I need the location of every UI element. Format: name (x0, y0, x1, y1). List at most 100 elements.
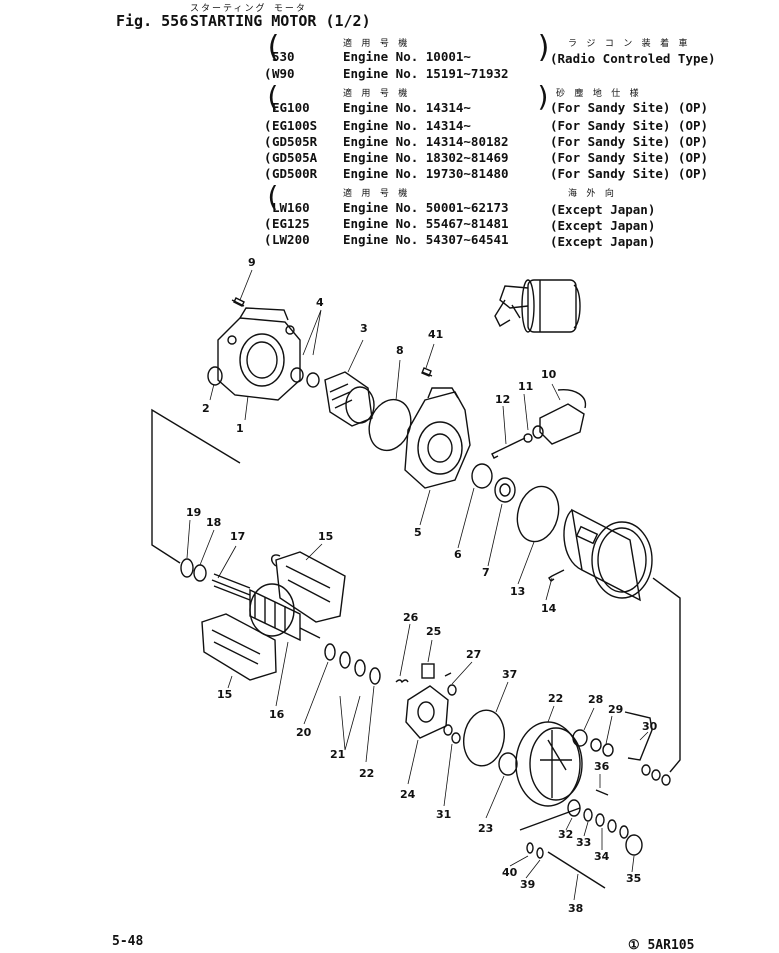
callout-13: 13 (510, 585, 526, 598)
engine-range: Engine No. 14314~ (343, 118, 471, 133)
model-gd505a: GD505A (272, 150, 318, 165)
washer (583, 808, 593, 822)
model-w90: W90 (272, 66, 295, 81)
washer (193, 564, 207, 582)
overseas-note: (Except Japan) (550, 234, 656, 249)
bolt (231, 297, 245, 307)
sandy-spec-heading: 砂 塵 地 仕 様 (556, 89, 641, 99)
paren-open: ( (264, 134, 272, 149)
callout-4: 4 (316, 296, 324, 309)
model-lw160: LW160 (272, 200, 310, 215)
bushing (306, 372, 320, 388)
callout-39: 38 (568, 902, 584, 915)
bracket: ) (535, 80, 552, 113)
applicable-models-heading: 適 用 号 機 (343, 39, 410, 49)
engine-range: Engine No. 14314~ (343, 100, 471, 115)
sandy-note: (For Sandy Site) (OP) (550, 118, 709, 133)
callout-29: 28 (588, 693, 604, 706)
callout-18: 18 (206, 516, 222, 529)
washer (536, 847, 544, 859)
callout-35: 34 (594, 850, 610, 863)
callout-9: 9 (248, 256, 256, 269)
callout-21: 21 (330, 748, 346, 761)
applicable-models-heading: 適 用 号 機 (343, 189, 410, 199)
bushing (498, 752, 518, 776)
engine-range: Engine No. 55467~81481 (343, 216, 509, 231)
through-bolt (547, 851, 606, 889)
washer (523, 433, 533, 443)
gear-housing (404, 387, 471, 489)
engine-range: Engine No. 15191~71932 (343, 66, 509, 81)
sandy-note: (For Sandy Site) (OP) (550, 100, 709, 115)
model-eg100s: EG100S (272, 118, 318, 133)
bracket: ) (535, 30, 554, 65)
callout-17: 17 (230, 530, 246, 543)
bearing (494, 477, 516, 503)
washer (526, 842, 534, 854)
callout-3: 3 (360, 322, 368, 335)
washer (339, 651, 351, 669)
applicable-models-heading: 適 用 号 機 (343, 89, 410, 99)
bushing (471, 463, 493, 489)
brush-holder (405, 685, 449, 739)
washer (451, 732, 461, 744)
rear-cover (515, 721, 583, 807)
callout-12: 12 (495, 393, 511, 406)
paren-open: ( (264, 232, 272, 247)
callout-1: 1 (236, 422, 244, 435)
bushing (572, 729, 588, 747)
field-coil (201, 613, 277, 681)
bracket: ( (264, 30, 283, 65)
callout-32: 31 (436, 808, 452, 821)
yoke-assembly (563, 508, 653, 602)
paren-open: ( (264, 150, 272, 165)
callout-15: 15 (318, 530, 334, 543)
callout-28: 27 (466, 648, 482, 661)
screw (595, 789, 609, 796)
paren-open: ( (264, 66, 272, 81)
type-note: (Radio Controled Type) (550, 51, 716, 66)
model-eg100: EG100 (272, 100, 310, 115)
paren-open: ( (264, 166, 272, 181)
o-ring (463, 709, 505, 767)
washer (443, 724, 453, 736)
callout-5: 5 (414, 526, 422, 539)
callout-30: 29 (608, 703, 624, 716)
callout-20: 20 (296, 726, 312, 739)
drive-housing (217, 307, 301, 401)
callout-15: 15 (217, 688, 233, 701)
callout-19: 19 (186, 506, 202, 519)
callout-14: 14 (541, 602, 557, 615)
engine-range: Engine No. 50001~62173 (343, 200, 509, 215)
engine-range: Engine No. 10001~ (343, 49, 471, 64)
figure-number: Fig. 556 (116, 12, 189, 30)
callout-38: 37 (502, 668, 518, 681)
callout-16: 16 (269, 708, 285, 721)
assembly-bracket (151, 408, 241, 564)
connector-plate (624, 711, 653, 761)
engine-range: Engine No. 14314~80182 (343, 134, 509, 149)
paren-open: ( (264, 118, 272, 133)
model-530: 530 (272, 49, 295, 64)
page-number: 5-48 (112, 934, 144, 949)
pinion-clutch (324, 371, 375, 427)
figure-title: STARTING MOTOR (1/2) (190, 12, 371, 30)
callout-36: 35 (626, 872, 642, 885)
paren-open: ( (264, 216, 272, 231)
screw (444, 672, 452, 677)
callout-26: 25 (426, 625, 442, 638)
leader-lines (186, 269, 649, 901)
sandy-note: (For Sandy Site) (OP) (550, 166, 709, 181)
overseas-note: (Except Japan) (550, 202, 656, 217)
overseas-heading: 海 外 向 (568, 189, 616, 199)
washer (602, 743, 614, 757)
callout-23: 22 (548, 692, 564, 705)
spring (395, 679, 409, 684)
field-coil (270, 551, 346, 623)
bushing (290, 367, 304, 383)
model-gd500r: GD500R (272, 166, 318, 181)
assembly-bracket (652, 577, 681, 773)
armature (211, 573, 321, 642)
screw (548, 569, 565, 582)
